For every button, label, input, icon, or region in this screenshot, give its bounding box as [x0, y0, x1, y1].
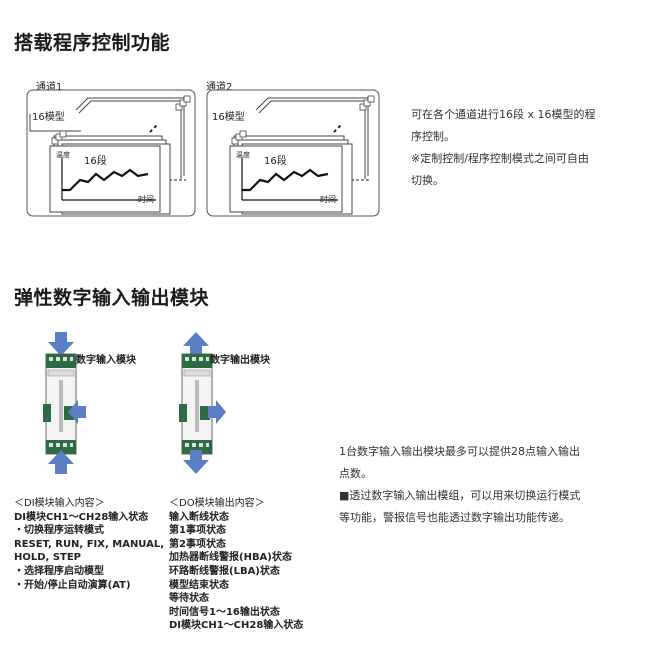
di-list-item: DI模块CH1～CH28输入状态 — [14, 511, 149, 523]
do-list-item: 环路断线警报(LBA)状态 — [169, 565, 280, 577]
description-line: 切换。 — [411, 174, 444, 187]
channel-2-label: 通道2 — [206, 82, 233, 93]
di-module-label: 数字输入模块 — [76, 355, 136, 366]
channel-2-illustration — [206, 89, 380, 217]
do-list-item: 输入断线状态 — [169, 511, 229, 523]
di-list-heading: ＜DI模块输入内容＞ — [14, 498, 105, 509]
channel-1-illustration — [26, 89, 196, 217]
di-module-illustration — [40, 332, 88, 474]
description-line: ■透过数字输入输出模组，可以用来切换运行模式 — [339, 489, 581, 502]
channel-2-temp-label: 温度 — [236, 151, 250, 159]
channel-2-step-label: 16段 — [264, 156, 287, 167]
description-line: 序控制。 — [411, 130, 455, 143]
do-module-label: 数字输出模块 — [210, 355, 270, 366]
channel-2-pattern-label: 16模型 — [212, 112, 245, 123]
channel-1-temp-label: 温度 — [56, 151, 70, 159]
do-module-graphic — [179, 332, 226, 474]
description-line: 1台数字输入输出模块最多可以提供28点输入输出 — [339, 445, 580, 458]
description-line: ※定制控制/程序控制模式之间可自由 — [411, 152, 589, 165]
di-list-item: ・开始/停止自动演算(AT) — [14, 579, 131, 591]
di-module-graphic — [43, 332, 86, 474]
digital-io-description: 1台数字输入输出模块最多可以提供28点输入输出 点数。 ■透过数字输入输出模组，… — [339, 441, 609, 529]
di-list-item: HOLD, STEP — [14, 552, 82, 564]
section-title-digital-io: 弹性数字输入输出模块 — [14, 287, 210, 309]
section-title-program-control: 搭载程序控制功能 — [14, 32, 171, 54]
di-list-item: ・切换程序运转模式 — [14, 525, 104, 537]
di-list-item: ・选择程序启动模型 — [14, 565, 104, 577]
channel-1-label: 通道1 — [36, 82, 63, 93]
do-list-item: 第2事项状态 — [169, 538, 226, 550]
do-output-list: ＜DO模块输出内容＞ 输入断线状态 第1事项状态 第2事项状态 加热器断线警报(… — [169, 497, 303, 633]
do-list-item: DI模块CH1～CH28输入状态 — [169, 620, 304, 632]
description-line: 点数。 — [339, 467, 372, 480]
description-line: 可在各个通道进行16段 x 16模型的程 — [411, 108, 596, 121]
do-list-heading: ＜DO模块输出内容＞ — [169, 498, 265, 509]
description-line: 等功能，警报信号也能透过数字输出功能传递。 — [339, 511, 570, 524]
do-list-item: 加热器断线警报(HBA)状态 — [169, 552, 292, 564]
do-module-illustration — [178, 332, 226, 474]
channel-1-diagram: 通道1 16模型 温度 16段 时间 — [26, 76, 196, 218]
di-list-item: RESET, RUN, FIX, MANUAL, — [14, 538, 165, 550]
program-control-description: 可在各个通道进行16段 x 16模型的程 序控制。 ※定制控制/程序控制模式之间… — [411, 104, 621, 192]
channel-2-time-label: 时间 — [320, 195, 336, 204]
do-list-item: 模型结束状态 — [169, 579, 229, 591]
channel-1-time-label: 时间 — [138, 195, 154, 204]
do-list-item: 等待状态 — [169, 593, 209, 605]
channel-1-step-label: 16段 — [84, 156, 107, 167]
di-input-list: ＜DI模块输入内容＞ DI模块CH1～CH28输入状态 ・切换程序运转模式 RE… — [14, 497, 164, 592]
do-list-item: 时间信号1～16输出状态 — [169, 606, 280, 618]
channel-1-pattern-label: 16模型 — [32, 112, 65, 123]
channel-2-diagram: 通道2 16模型 温度 16段 时间 — [206, 76, 380, 218]
do-list-item: 第1事项状态 — [169, 525, 226, 537]
